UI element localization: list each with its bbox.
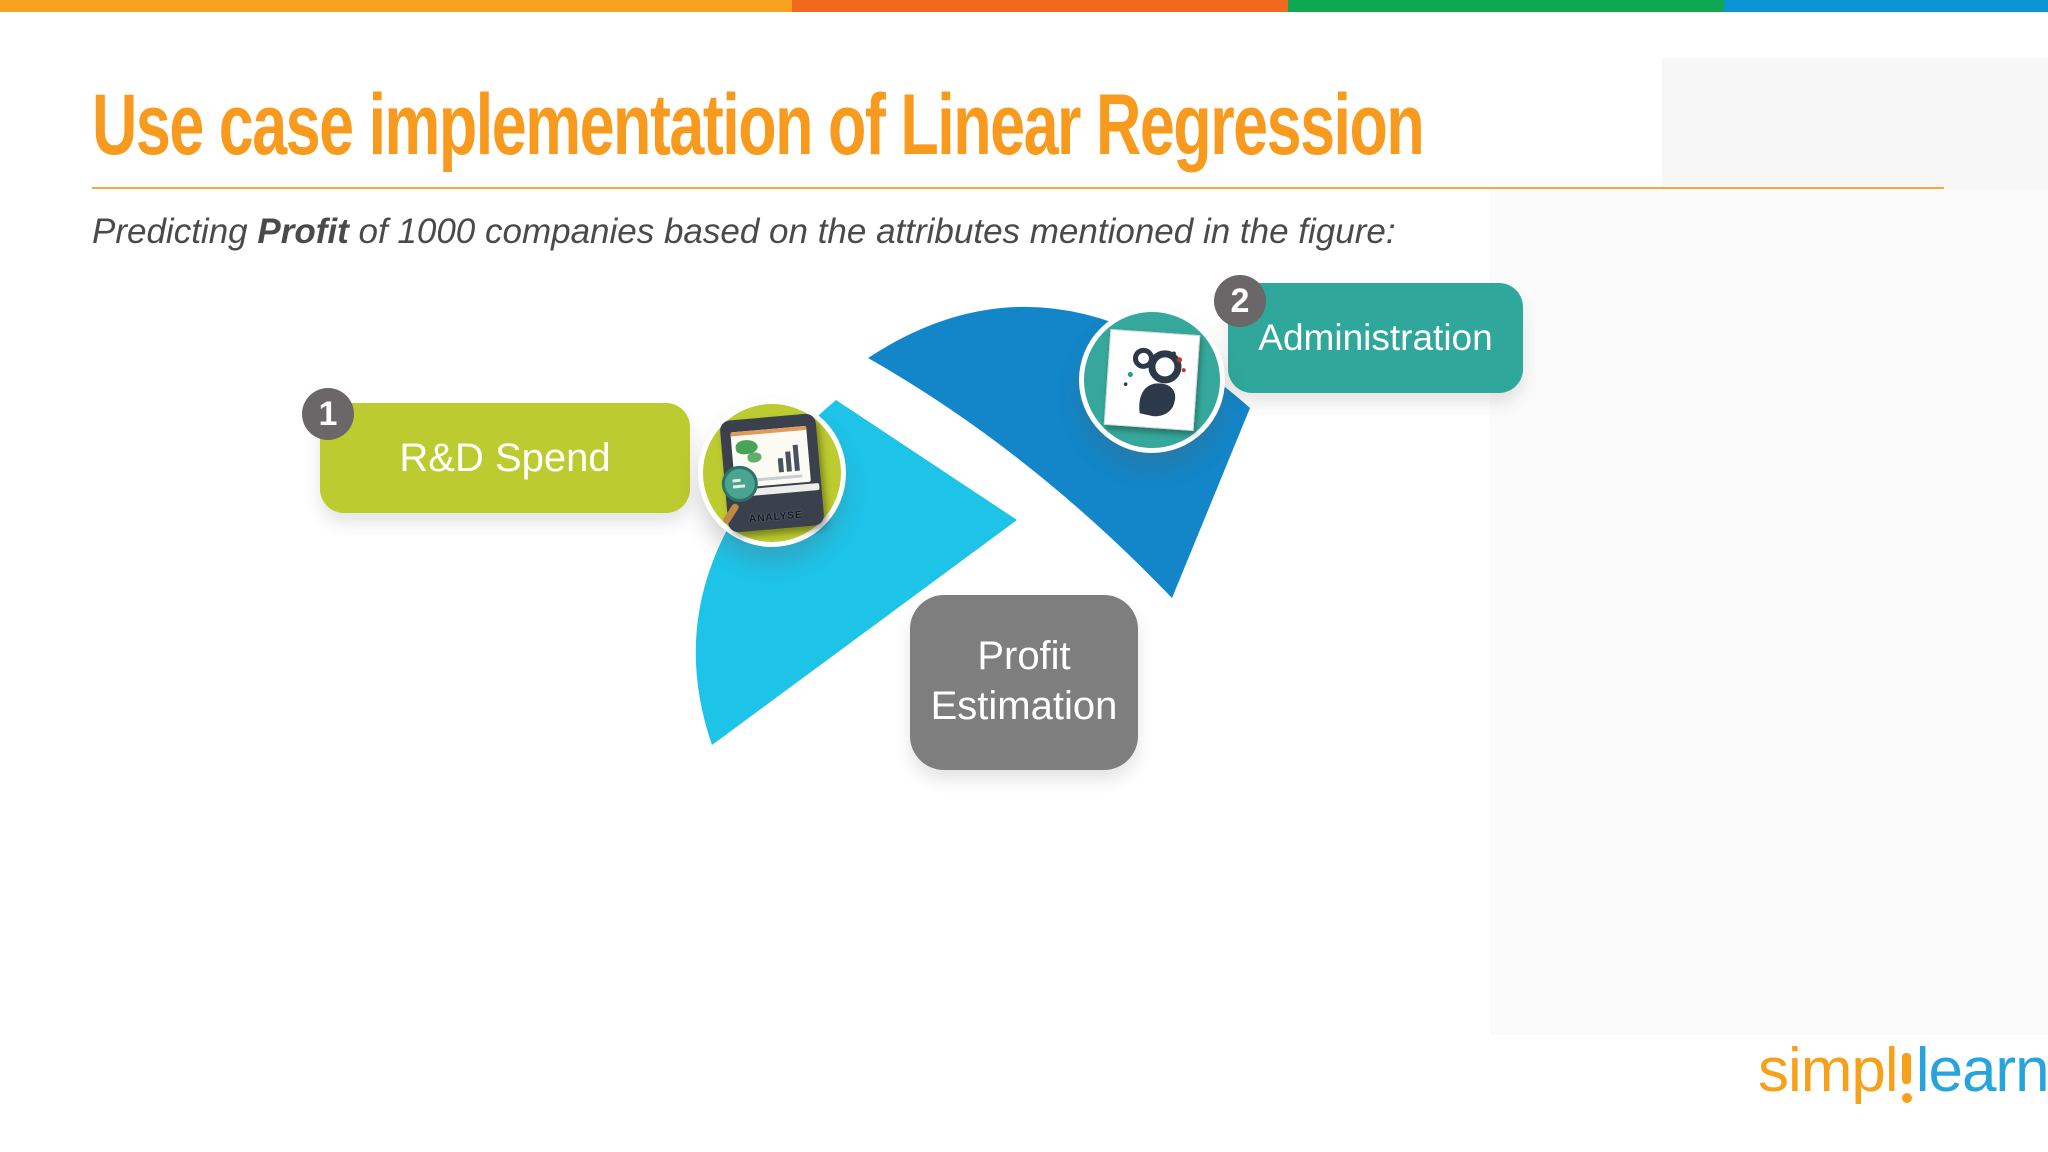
topbar-segment-blue [1724, 0, 2048, 12]
administration-box: Administration [1228, 283, 1523, 393]
screen-topline [730, 425, 807, 437]
logo-text-left: simpl [1758, 1036, 1899, 1105]
simplilearn-logo: simpl learn [1758, 1038, 2048, 1104]
chart-bar-icon [777, 458, 784, 473]
mind-gears-graphic [1123, 347, 1186, 417]
top-accent-bar [0, 0, 2048, 12]
analysis-label: ANALYSE [748, 509, 804, 526]
background-shade-right [1490, 190, 2048, 1035]
step-2-badge: 2 [1214, 275, 1266, 327]
logo-i-stem [1902, 1053, 1912, 1084]
chart-bar-icon [792, 444, 800, 471]
background-shade-top-right [1662, 58, 2048, 190]
lens-mark [732, 484, 746, 489]
mind-gears-icon [1079, 307, 1225, 453]
mind-frame [1103, 328, 1201, 432]
logo-i-dot [1901, 1093, 1912, 1103]
topbar-segment-dark-orange [792, 0, 1288, 12]
subtitle-suffix: of 1000 companies based on the attribute… [348, 212, 1396, 251]
subtitle-prefix: Predicting [92, 212, 258, 251]
topbar-segment-green [1288, 0, 1724, 12]
logo-i-mark [1901, 1038, 1912, 1103]
subtitle: Predicting Profit of 1000 companies base… [92, 212, 1396, 252]
step-1-badge: 1 [302, 388, 354, 440]
analysis-frame: ANALYSE [719, 413, 825, 533]
profit-line-2: Estimation [930, 684, 1118, 728]
profit-estimation-box: Profit Estimation [910, 595, 1138, 770]
subtitle-bold-word: Profit [257, 212, 349, 251]
lens-mark [732, 478, 741, 483]
topbar-segment-orange [0, 0, 792, 12]
analysis-icon: ANALYSE [698, 399, 846, 547]
title-underline [92, 187, 1944, 189]
page-title: Use case implementation of Linear Regres… [92, 77, 1425, 173]
logo-text-right: learn [1915, 1036, 2048, 1105]
world-map-icon-2 [747, 451, 762, 464]
rd-spend-box: R&D Spend [320, 403, 690, 513]
profit-line-1: Profit [977, 634, 1071, 678]
chart-bar-icon [785, 451, 792, 472]
